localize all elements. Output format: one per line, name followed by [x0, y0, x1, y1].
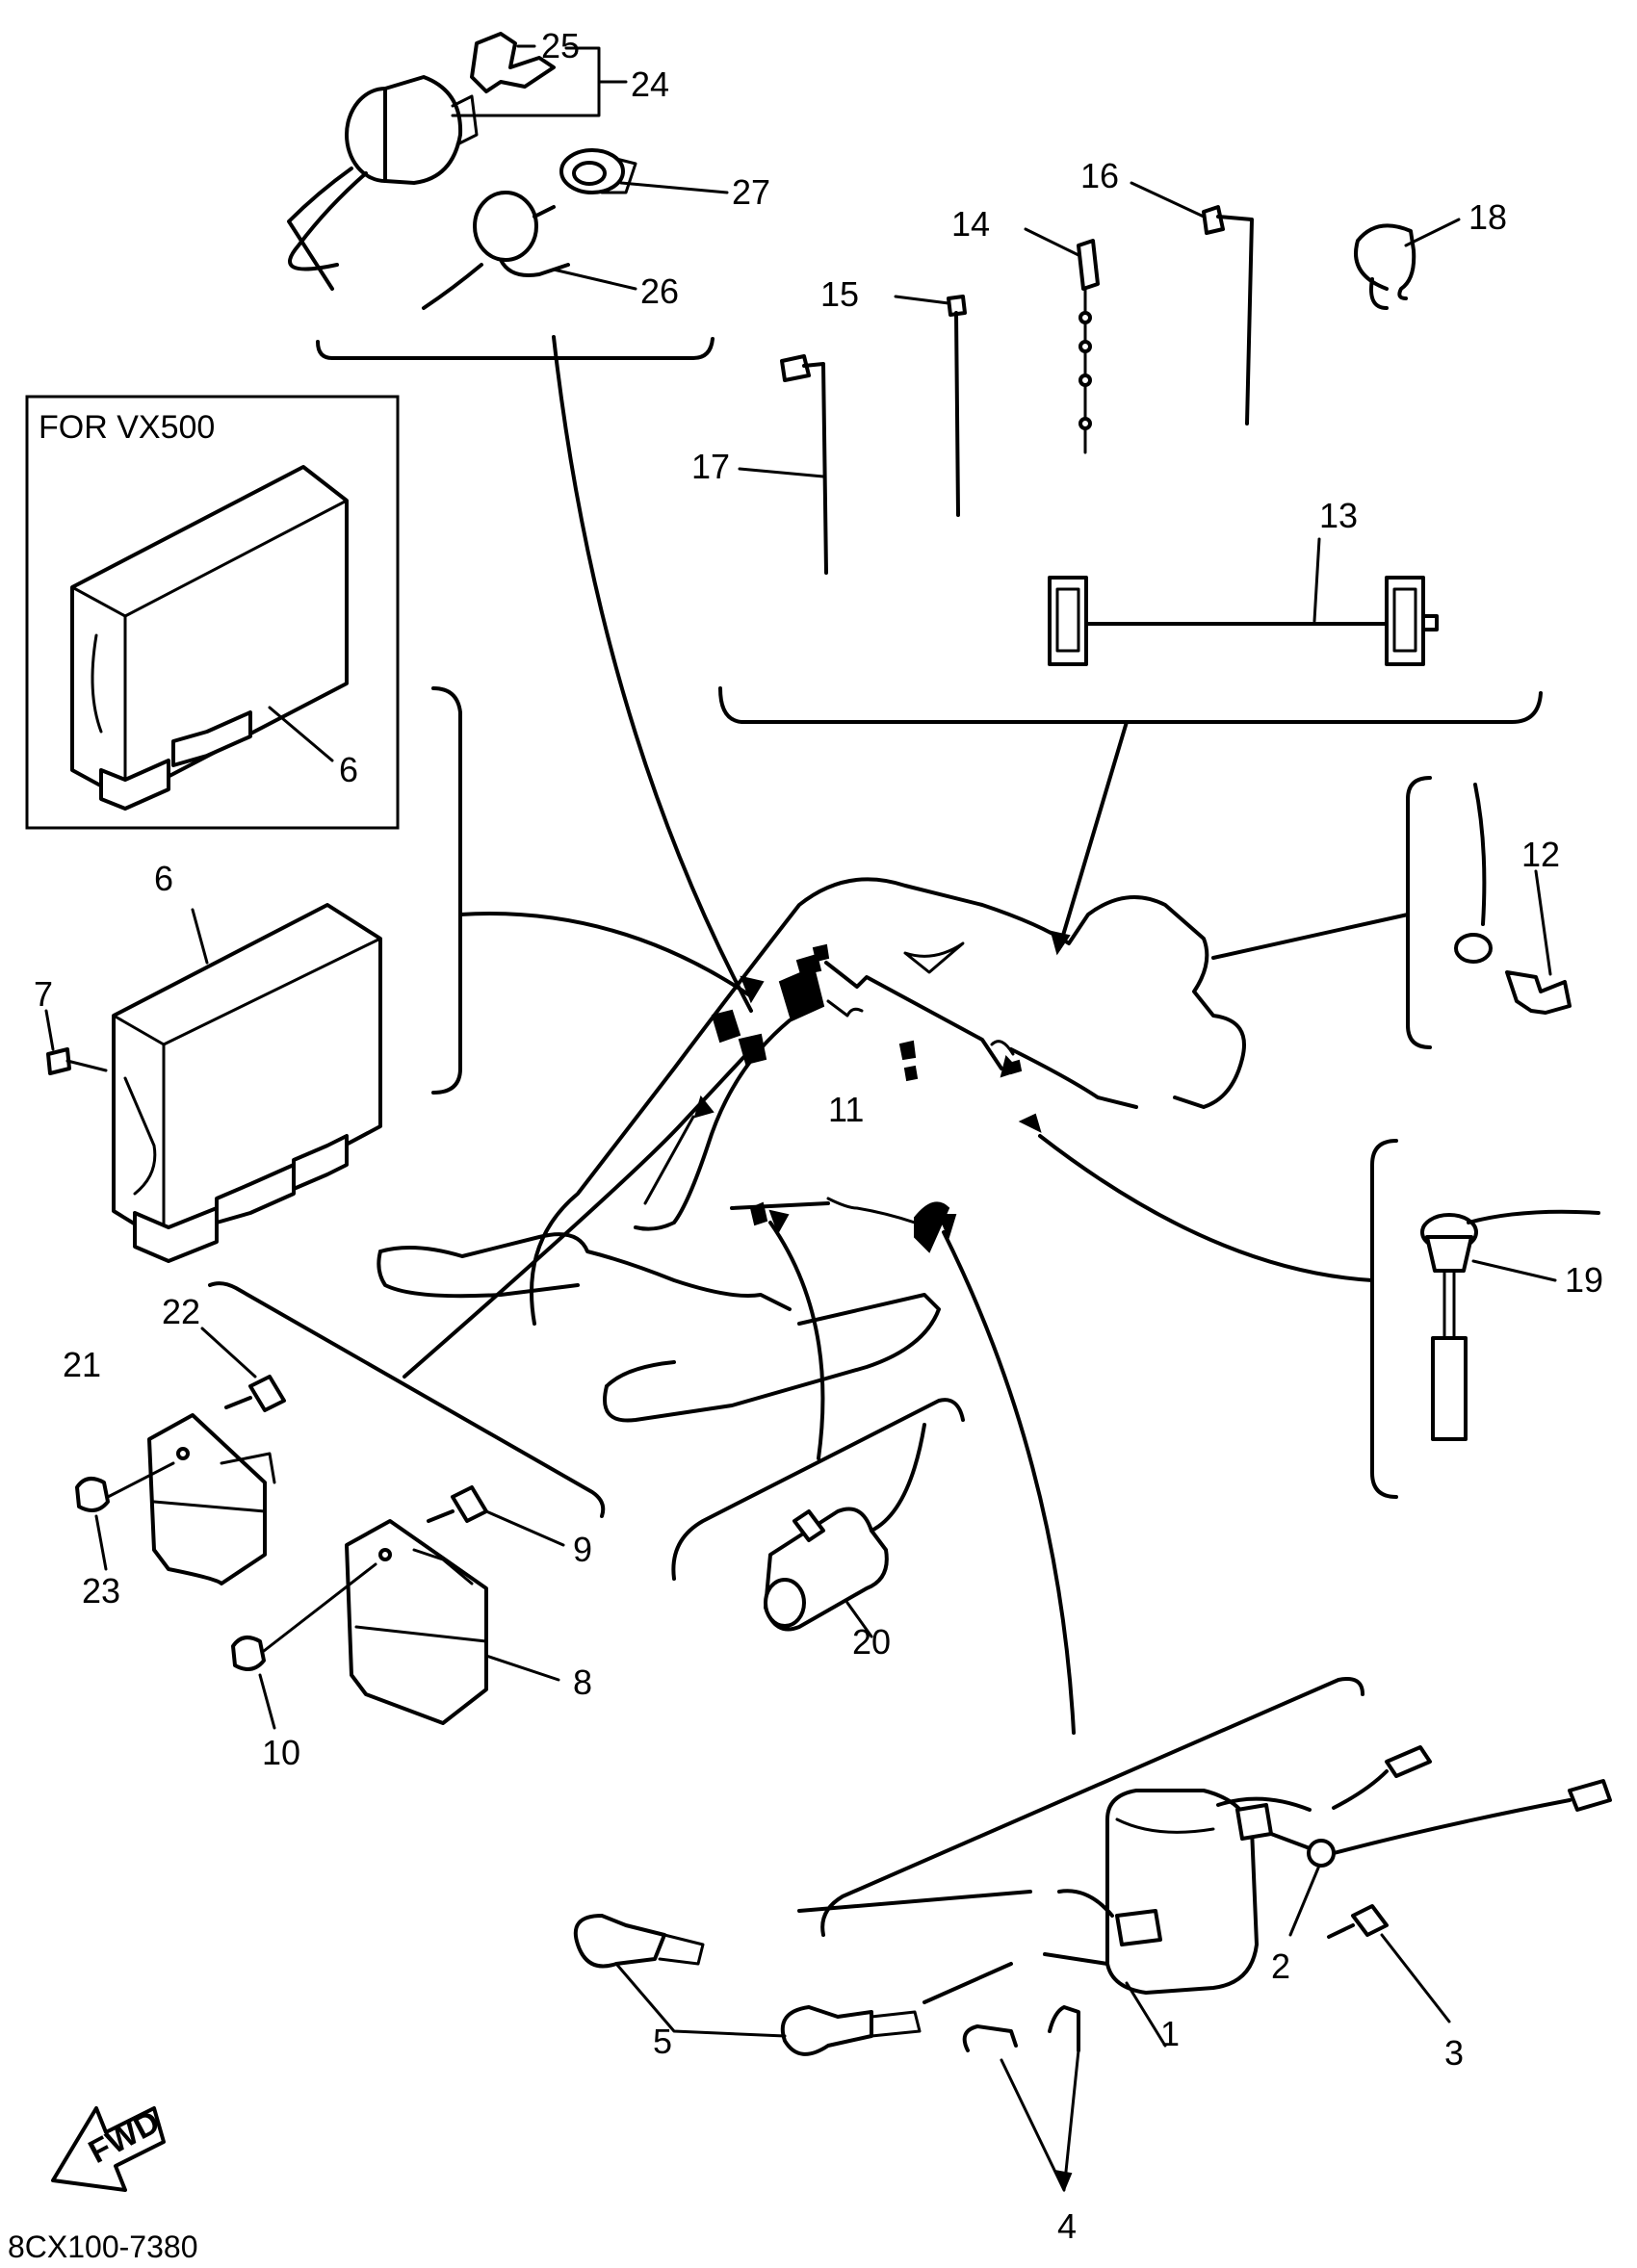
callout-13: 13	[1319, 496, 1358, 535]
callout-18: 18	[1468, 197, 1507, 237]
callout-8: 8	[573, 1662, 592, 1702]
callout-15: 15	[820, 274, 859, 314]
group-condenser	[671, 1398, 965, 1638]
callout-2: 2	[1271, 1946, 1290, 1986]
callout-24: 24	[631, 64, 669, 104]
callout-1: 1	[1160, 2014, 1180, 2053]
callout-6-inset: 6	[339, 750, 358, 789]
group-wire-accessories	[718, 181, 1543, 724]
callout-7: 7	[34, 974, 53, 1014]
callout-27: 27	[732, 172, 770, 212]
callout-numbers: 1 2 3 4 5 6 6 7 8 9 10 11 12 13 14 15 16…	[34, 26, 1603, 2246]
callout-12: 12	[1521, 835, 1560, 874]
callout-23: 23	[82, 1571, 120, 1611]
callout-16: 16	[1080, 156, 1119, 195]
group-hull-harness	[377, 335, 1410, 1735]
callout-20: 20	[852, 1622, 891, 1662]
group-main-switch	[287, 32, 729, 360]
callout-19: 19	[1565, 1260, 1603, 1300]
group-rectifier-units	[75, 1281, 606, 1730]
callout-5: 5	[653, 2022, 672, 2061]
callout-4: 4	[1057, 2206, 1077, 2246]
group-sensor	[1370, 1139, 1600, 1499]
callout-6: 6	[154, 859, 173, 898]
group-ground-lead	[1406, 776, 1572, 1049]
callout-10: 10	[262, 1733, 300, 1772]
callout-21: 21	[63, 1345, 101, 1384]
inset-label: FOR VX500	[39, 409, 215, 446]
callout-14: 14	[951, 204, 990, 244]
callout-3: 3	[1444, 2033, 1464, 2073]
group-ignition-coil	[573, 1677, 1612, 2193]
inset-vx500: FOR VX500	[25, 395, 400, 830]
callout-22: 22	[162, 1292, 200, 1331]
callout-11: 11	[828, 1090, 864, 1129]
group-cdi-unit	[44, 686, 462, 1263]
fwd-arrow: FWD	[51, 2103, 166, 2192]
diagram-code: 8CX100-7380	[8, 2229, 197, 2264]
callout-17: 17	[691, 447, 730, 486]
callout-26: 26	[640, 271, 679, 311]
callout-25: 25	[541, 26, 580, 65]
callout-9: 9	[573, 1530, 592, 1569]
